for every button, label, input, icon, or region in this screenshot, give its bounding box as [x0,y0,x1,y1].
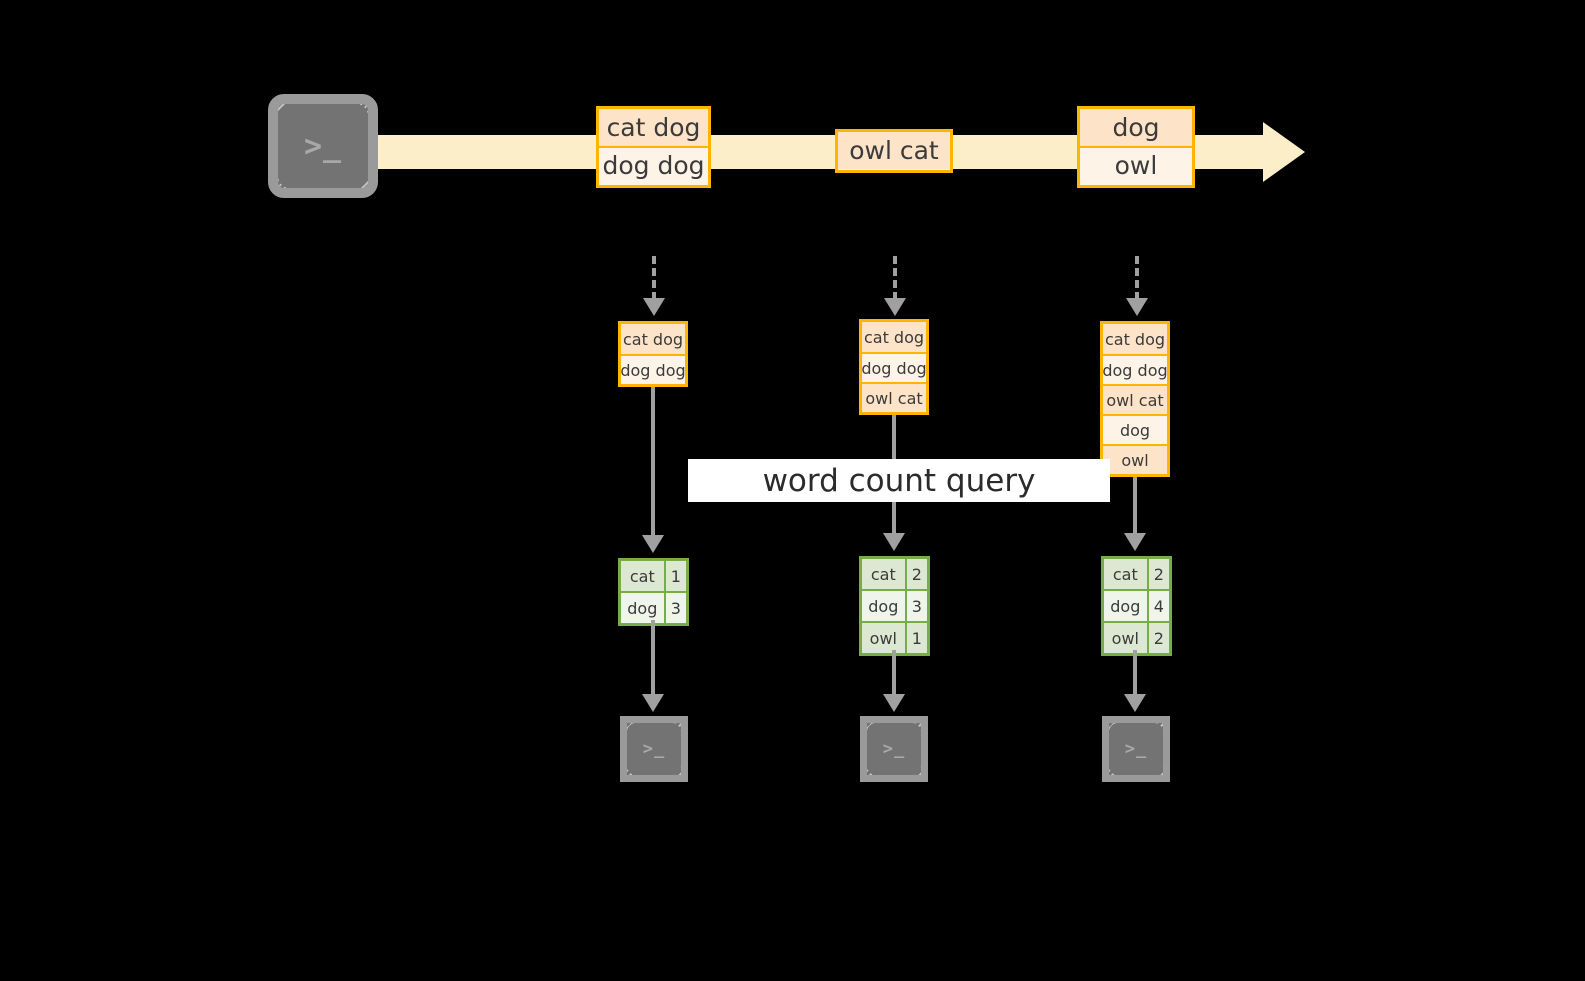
column-3-input-box[interactable]: cat dog dog dog owl cat dog owl [1100,321,1170,477]
column-3-trigger-arrowhead [1126,298,1148,316]
column-2-trigger-connector [893,256,897,300]
query-label: word count query [762,462,1036,499]
timeline-event-3[interactable]: dog owl [1077,106,1195,188]
column-3-result-word-3: owl [1104,623,1147,653]
timeline-event-2[interactable]: owl cat [835,129,953,173]
timeline-event-1-line-1: cat dog [599,109,708,146]
column-2-sink-terminal-body [867,723,921,775]
column-2-input-line-3: owl cat [862,382,926,412]
column-2-sink-connector [892,650,896,696]
column-3-query-connector [1133,477,1137,535]
timeline-event-3-line-1: dog [1080,109,1192,146]
column-2-input-box[interactable]: cat dog dog dog owl cat [859,319,929,415]
table-row: cat 1 [621,561,686,591]
column-1-sink-connector [651,620,655,696]
table-row: dog 4 [1104,589,1169,621]
column-1-result-word-2: dog [621,593,664,623]
column-2-result-count-3: 1 [904,623,927,653]
timeline-event-1-line-2: dog dog [599,146,708,183]
column-2-result-word-2: dog [862,591,905,621]
column-1-result-count-2: 3 [663,593,686,623]
column-1-trigger-connector [652,256,656,300]
timeline-event-2-line-1: owl cat [838,132,950,169]
column-1-sink-arrowhead [642,694,664,712]
column-1-result-table[interactable]: cat 1 dog 3 [618,558,689,626]
column-2-input-line-1: cat dog [862,322,926,352]
column-3-sink-arrowhead [1124,694,1146,712]
column-3-result-count-1: 2 [1146,559,1169,589]
column-1-query-connector [651,387,655,537]
column-2-result-count-1: 2 [904,559,927,589]
column-2-result-word-1: cat [862,559,905,589]
column-3-result-count-2: 4 [1146,591,1169,621]
column-1-input-line-1: cat dog [621,324,685,354]
column-3-result-table[interactable]: cat 2 dog 4 owl 2 [1101,556,1172,656]
column-3-result-count-3: 2 [1146,623,1169,653]
column-3-sink-connector [1133,650,1137,696]
query-label-band: word count query [688,459,1110,502]
table-row: owl 2 [1104,621,1169,653]
column-1-trigger-arrowhead [643,298,665,316]
table-row: dog 3 [862,589,927,621]
column-1-sink-terminal-body [627,723,681,775]
column-1-sink-terminal-icon[interactable]: >_ [620,716,688,782]
time-axis-arrowhead [1263,122,1305,182]
column-2-sink-arrowhead [883,694,905,712]
column-3-input-line-1: cat dog [1103,324,1167,354]
column-2-result-count-2: 3 [904,591,927,621]
source-terminal-icon[interactable]: >_ [268,94,378,198]
column-3-input-line-2: dog dog [1102,354,1168,384]
source-terminal-body [278,104,368,188]
column-1-result-count-1: 1 [663,561,686,591]
column-3-result-word-2: dog [1104,591,1147,621]
column-3-sink-terminal-prompt: >_ [1124,739,1148,759]
table-row: owl 1 [862,621,927,653]
column-3-input-line-3: owl cat [1103,384,1167,414]
table-row: cat 2 [862,559,927,589]
column-3-input-line-5: owl [1103,444,1167,474]
column-2-result-word-3: owl [862,623,905,653]
source-terminal-prompt: >_ [303,128,343,164]
column-1-input-line-2: dog dog [620,354,686,384]
column-3-input-line-4: dog [1103,414,1167,444]
column-3-trigger-connector [1135,256,1139,300]
timeline-event-1[interactable]: cat dog dog dog [596,106,711,188]
column-1-query-arrowhead [642,535,664,553]
column-2-query-arrowhead [883,533,905,551]
table-row: dog 3 [621,591,686,623]
timeline-event-3-line-2: owl [1080,146,1192,183]
column-3-result-word-1: cat [1104,559,1147,589]
column-2-input-line-2: dog dog [861,352,927,382]
table-row: cat 2 [1104,559,1169,589]
column-3-sink-terminal-body [1109,723,1163,775]
column-1-sink-terminal-prompt: >_ [642,739,666,759]
column-3-query-arrowhead [1124,533,1146,551]
column-1-result-word-1: cat [621,561,664,591]
column-2-trigger-arrowhead [884,298,906,316]
column-2-sink-terminal-icon[interactable]: >_ [860,716,928,782]
column-2-result-table[interactable]: cat 2 dog 3 owl 1 [859,556,930,656]
column-3-sink-terminal-icon[interactable]: >_ [1102,716,1170,782]
column-1-input-box[interactable]: cat dog dog dog [618,321,688,387]
column-2-sink-terminal-prompt: >_ [882,739,906,759]
